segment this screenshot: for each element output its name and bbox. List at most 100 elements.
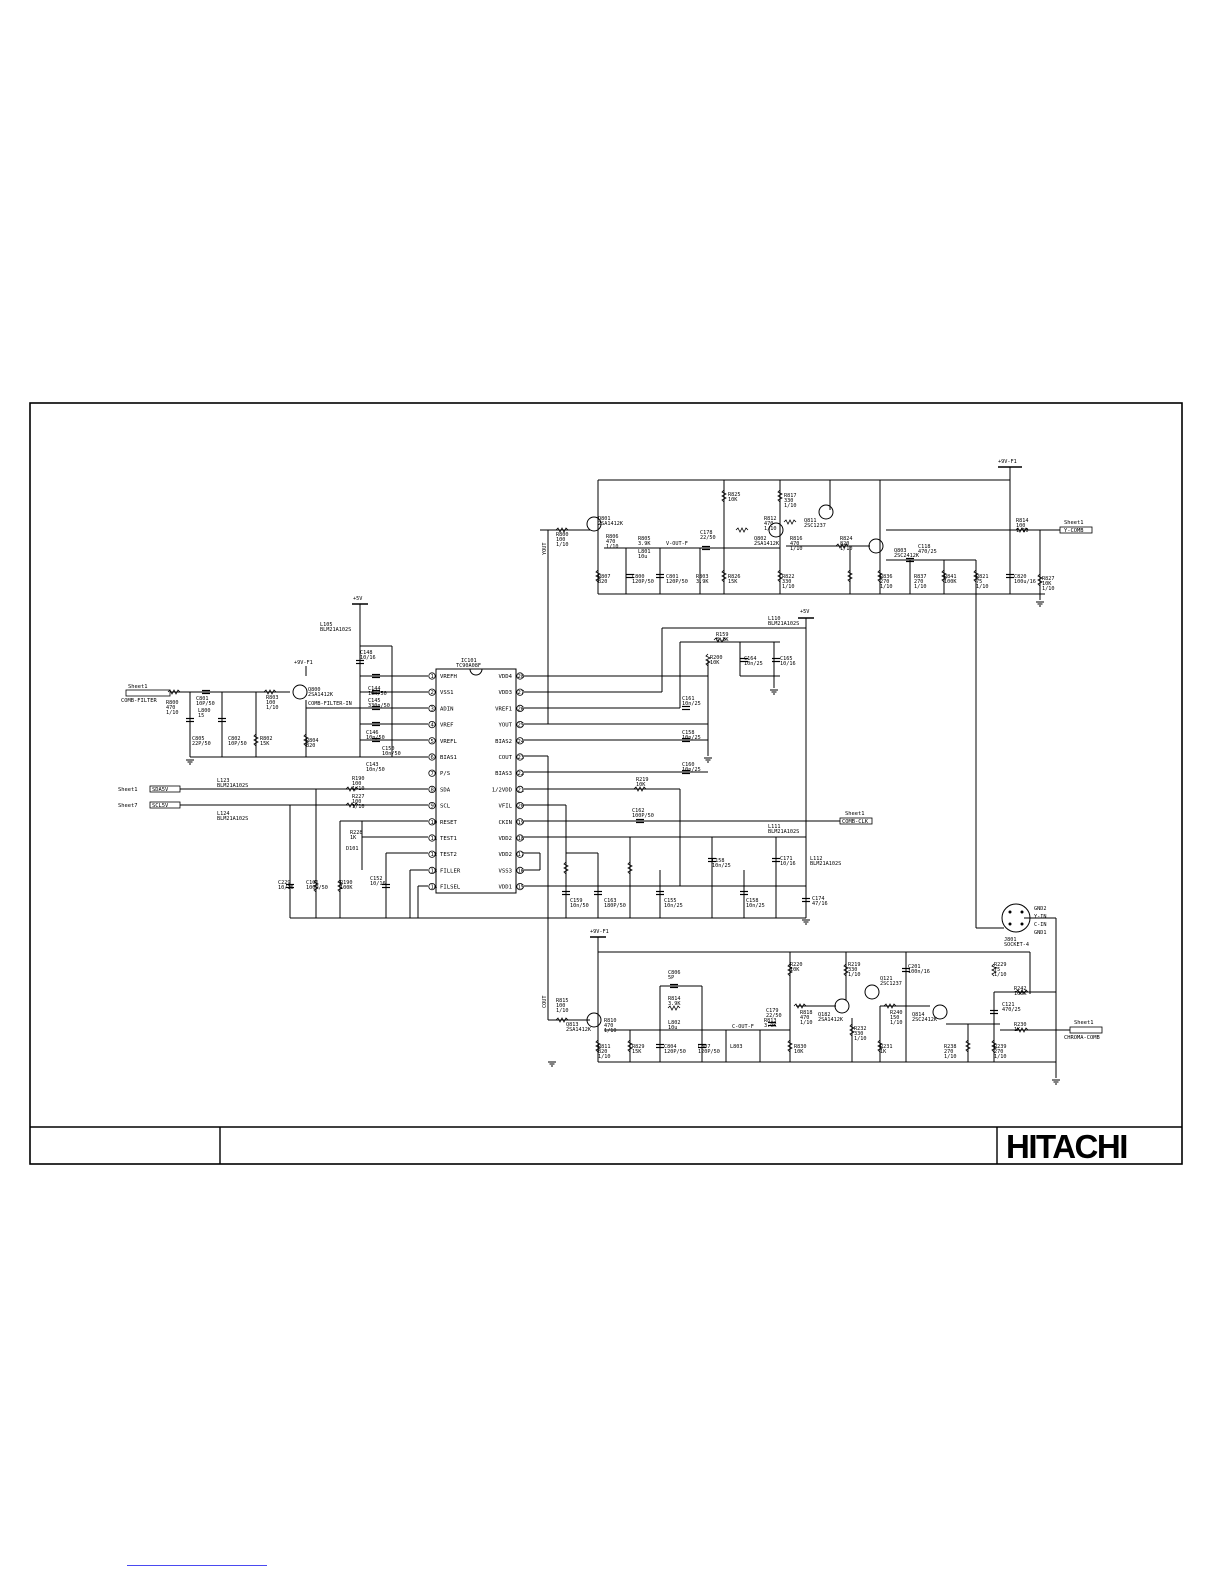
part-label-line: R811 [598,1044,611,1050]
part-label-line: R824 [840,536,853,542]
part-label-line: 1/10 [606,544,619,550]
part-label-line: 3.9K [696,579,709,585]
part-label-line: 10n/50 [366,735,385,741]
connector-comb-filter-net: COMB-FILTER [121,698,157,704]
part-label-line: R836 [880,574,893,580]
part-label-line: 10/16 [780,661,796,667]
part-label-line: Q803 [894,548,907,554]
connector-comb-filter[interactable]: Sheet1 COMB-FILTER [121,684,171,704]
ic-pin-number: 1 [431,674,434,680]
capacitor-symbol [372,673,380,679]
part-label-line: C800 [632,574,645,580]
part-label-line: 100 [556,1003,565,1009]
part-label-line: 5P [668,975,674,981]
part-label-line: R232 [854,1026,867,1032]
capacitor-symbol [698,1043,706,1049]
connector-sda5v-sheet: Sheet1 [118,787,137,793]
ic-pin-number: 5 [431,739,434,745]
rail-mid-5v: +5V [800,609,809,615]
resistor-symbol [965,1039,971,1053]
svideo-socket-j801[interactable]: J801 SOCKET-4 GND2 Y-IN C-IN GND1 [1001,903,1047,948]
hitachi-logo: HITACHI [1006,1128,1127,1165]
part-label-line: Q813 [566,1022,579,1028]
net-v-out-f: V-OUT-F [666,541,688,547]
footer-link-underline[interactable] [127,1565,267,1566]
connector-scl5v[interactable]: Sheet7 SCL5V [118,801,181,809]
resistor-symbol [705,653,711,667]
part-label-line: 2SA1412K [598,521,624,527]
part-label-line: 270 [914,579,923,585]
part-label-line: 10K [794,1049,804,1055]
part-label-line: R230 [1014,1022,1027,1028]
part-label-line: 820 [306,743,315,749]
resistor-symbol [345,802,359,808]
connector-scl5v-net: SCL5V [152,803,169,809]
connector-y-comb[interactable]: Sheet1 Y-COMB [1059,520,1093,534]
part-label-line: 1/10 [166,710,179,716]
part-label-line: R200 [710,655,723,661]
part-label-line: R825 [728,492,741,498]
part-label-line: BLM21A102S [217,783,248,789]
svideo-part: SOCKET-4 [1004,942,1029,948]
ic-pin-name: VREFL [440,739,457,745]
connector-sda5v[interactable]: Sheet1 SDA5V [118,785,181,793]
part-label-line: 22P/50 [192,741,211,747]
part-label-line: 10P/50 [196,701,215,707]
resistor-symbol [627,861,633,875]
capacitor-symbol [740,657,748,663]
part-label-line: 1/10 [1016,528,1029,534]
resistor-symbol [847,569,853,583]
part-label-line: 10K [636,782,646,788]
resistor-symbol [627,1039,633,1053]
ic-pin-number: 2 [431,690,434,696]
capacitor-symbol [702,545,710,551]
part-label-line: 270 [880,579,889,585]
part-label-line: 470/25 [1002,1007,1021,1013]
capacitor-symbol [902,967,910,973]
connector-comb-clk[interactable]: Sheet1 COMB-CLK [839,811,873,825]
part-label-line: 1K [350,835,357,841]
capacitor-symbol [768,1021,776,1027]
ic-pin-name: BIAS1 [440,755,457,761]
resistor-symbol [633,786,647,792]
part-designators: R8001001/10Q8012SA1412KR8064701/10R80782… [166,492,1055,1060]
part-label-line: R238 [944,1044,957,1050]
part-label-line: C801 [196,696,209,702]
part-label-line: 10/16 [360,655,376,661]
part-label-line: 10n/25 [682,735,701,741]
part-label-line: 1/10 [782,584,795,590]
ground-symbol [548,1061,556,1067]
connector-chroma-comb[interactable]: Sheet1 CHROMA-COMB [1064,1020,1103,1041]
part-label-line: 100 [352,781,361,787]
part-label-line: 1/10 [914,584,927,590]
rail-left-5v: +5V [353,596,362,602]
